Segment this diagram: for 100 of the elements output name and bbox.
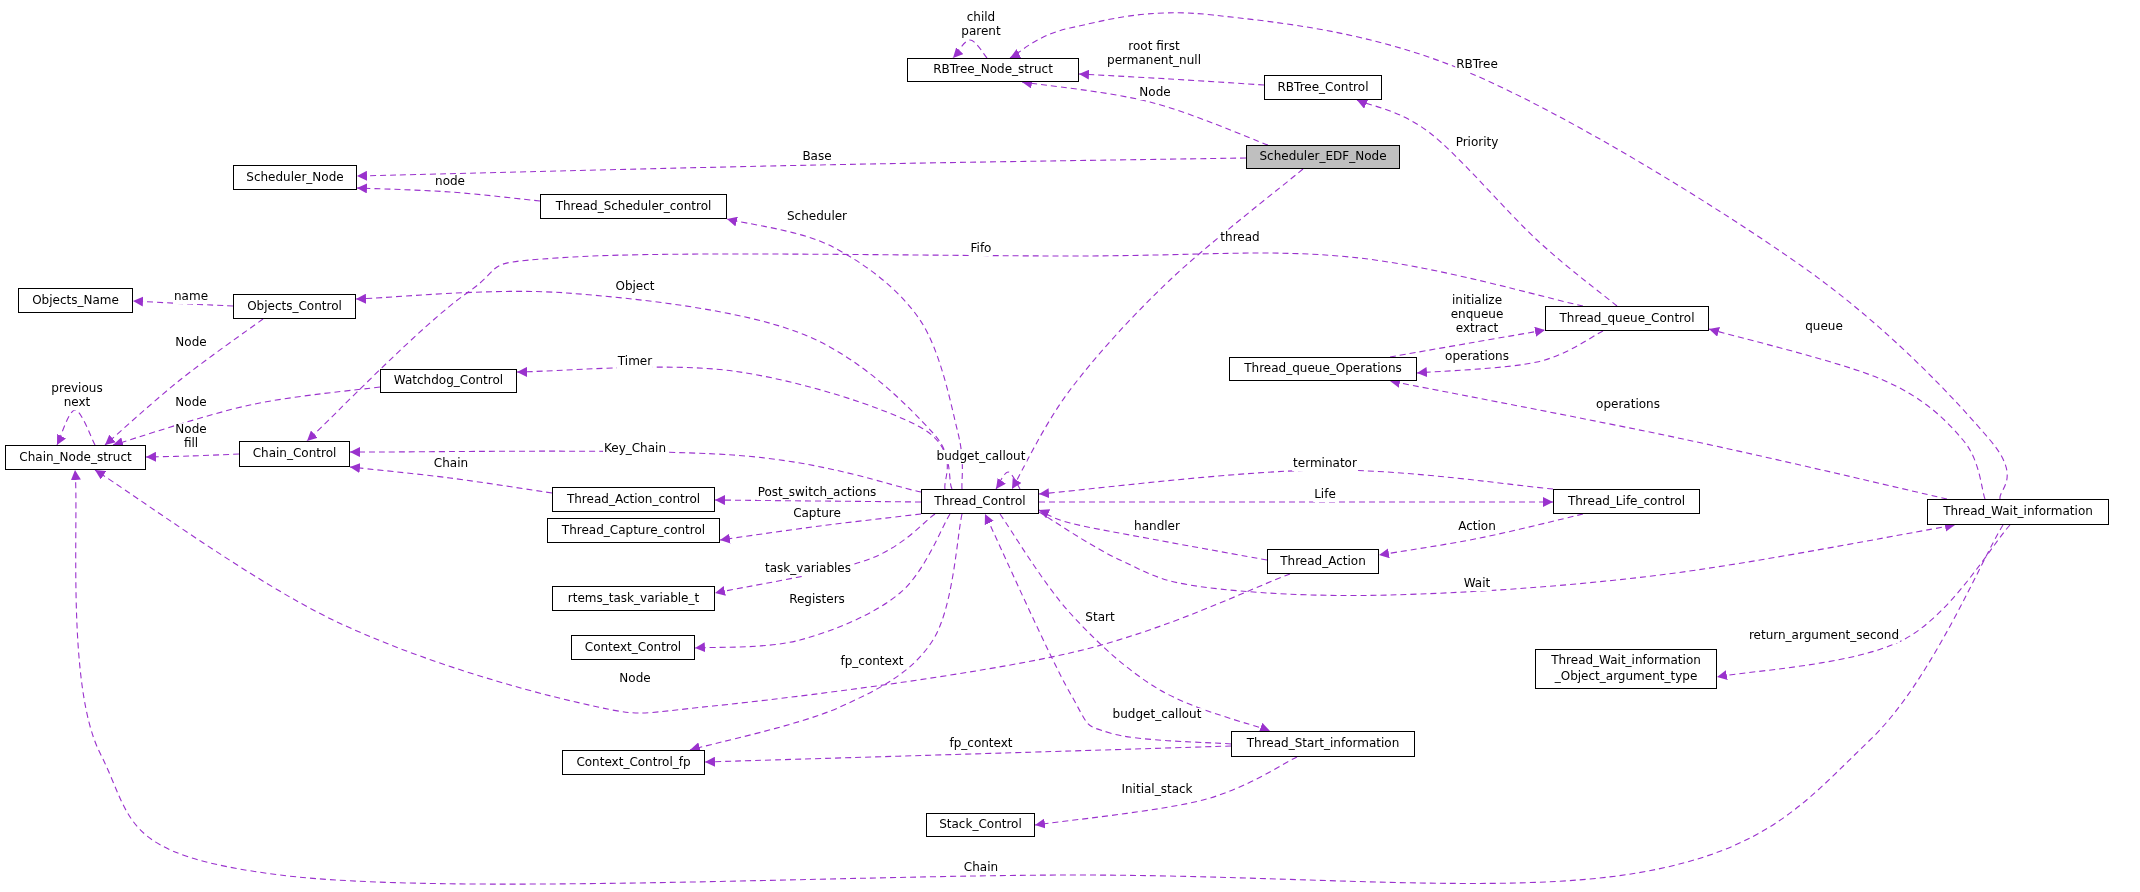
edge-label: task_variables <box>764 562 852 576</box>
class-box <box>233 165 357 190</box>
class-box <box>1267 549 1379 574</box>
class-name: Thread_Wait_information _Object_argument_type <box>1550 653 1702 685</box>
dashed-arrow <box>349 447 922 493</box>
dashed-arrow <box>56 409 96 446</box>
class-name: Thread_Capture_control <box>560 522 707 539</box>
class-name: Thread_Control <box>933 493 1027 510</box>
class-name: Chain_Control <box>251 446 338 462</box>
class-name: Thread_Life_control <box>1566 493 1687 510</box>
edge-label: Priority <box>1454 136 1500 150</box>
edge-label: Fifo <box>969 242 993 256</box>
dashed-arrow <box>1078 69 1265 86</box>
dashed-arrow <box>1038 469 1554 499</box>
dashed-arrow <box>719 513 922 544</box>
class-box <box>380 369 517 393</box>
class-name: Context_Control <box>583 639 683 656</box>
dashed-arrow <box>1038 497 1554 507</box>
class-box <box>547 518 720 543</box>
edge-label: operations <box>1444 350 1510 364</box>
edge-label: fp_context <box>839 655 905 669</box>
edge-label: Capture <box>792 507 842 521</box>
class-box <box>1231 731 1415 757</box>
dashed-arrow <box>355 290 948 490</box>
dashed-arrow <box>999 513 1271 733</box>
dashed-arrow <box>104 318 264 446</box>
class-box <box>907 58 1079 82</box>
class-box <box>233 294 356 319</box>
class-name: Watchdog_Control <box>392 373 505 389</box>
class-box <box>5 445 146 470</box>
class-name: RBTree_Node_struct <box>932 62 1054 78</box>
dashed-arrow <box>704 745 1232 767</box>
dashed-arrow <box>94 469 1291 714</box>
edge-label: terminator <box>1292 457 1358 471</box>
class-name: Chain_Node_struct <box>18 449 133 466</box>
class-box <box>552 586 715 611</box>
edge-label: Node <box>1138 86 1172 100</box>
edge-label: fp_context <box>948 737 1014 751</box>
dashed-arrow <box>952 39 988 59</box>
edge-label: child parent <box>960 11 1002 39</box>
edge-label: Post_switch_actions <box>756 486 878 500</box>
dashed-arrow <box>984 513 1232 745</box>
class-name: Thread_Action_control <box>565 491 702 508</box>
edge-label: queue <box>1804 320 1844 334</box>
edge-label: Registers <box>788 593 846 607</box>
edge-label: RBTree <box>1455 58 1499 72</box>
class-name: Thread_queue_Operations <box>1243 361 1403 377</box>
dashed-arrow <box>112 386 381 447</box>
class-box <box>1553 489 1700 514</box>
class-name: Objects_Name <box>31 292 120 309</box>
dashed-arrow <box>726 216 963 490</box>
edge-label: Object <box>614 280 656 294</box>
class-name: Thread_queue_Control <box>1558 310 1696 327</box>
dashed-arrow <box>145 451 240 462</box>
class-name: Thread_Start_information <box>1245 736 1401 752</box>
edge-label: Life <box>1313 488 1337 502</box>
dashed-arrow <box>356 183 541 202</box>
dashed-arrow <box>1356 99 1618 307</box>
class-name: Thread_Wait_information <box>1942 504 2094 520</box>
class-name: Thread_Action <box>1279 553 1367 570</box>
dashed-arrow <box>1716 524 2011 681</box>
dashed-arrow <box>1708 326 1986 500</box>
dashed-arrow <box>1034 756 1298 829</box>
dashed-arrow <box>1011 168 1304 490</box>
class-name: Thread_Scheduler_control <box>554 198 713 215</box>
dashed-arrow <box>1038 509 1268 561</box>
dashed-arrow <box>70 469 2004 885</box>
dashed-arrow <box>349 463 553 494</box>
class-box <box>1264 75 1382 100</box>
class-box <box>1246 145 1400 169</box>
edge-label: name <box>173 290 209 304</box>
class-name: Context_Control_fp <box>575 754 692 771</box>
class-name: Scheduler_EDF_Node <box>1258 149 1388 165</box>
class-box <box>1229 357 1417 381</box>
dashed-arrow <box>694 513 951 653</box>
class-box <box>1927 499 2109 525</box>
class-box <box>571 635 695 660</box>
dashed-arrow <box>1009 12 2008 500</box>
class-box <box>1535 649 1717 689</box>
class-box <box>540 194 727 219</box>
edge-label: Timer <box>616 355 654 369</box>
dashed-arrow <box>995 471 1021 490</box>
class-box <box>921 489 1039 514</box>
class-box <box>926 813 1035 837</box>
class-box <box>239 441 350 467</box>
edge-label: budget_callout <box>1111 708 1203 722</box>
edge-label: Initial_stack <box>1120 783 1194 797</box>
dashed-arrow <box>516 366 953 490</box>
class-box <box>562 750 705 775</box>
edge-label: budget_callout <box>935 450 1027 464</box>
class-name: Scheduler_Node <box>245 169 345 186</box>
edge-label: Wait <box>1462 577 1492 591</box>
dashed-arrow <box>1038 511 1956 597</box>
edge-label: return_argument_second <box>1747 629 1901 643</box>
dashed-arrow <box>356 157 1247 181</box>
class-box <box>552 487 715 512</box>
edge-label: root first permanent_null <box>1106 40 1202 68</box>
dashed-arrow <box>1378 513 1584 559</box>
dashed-arrow <box>306 252 1584 442</box>
class-box <box>18 288 133 313</box>
